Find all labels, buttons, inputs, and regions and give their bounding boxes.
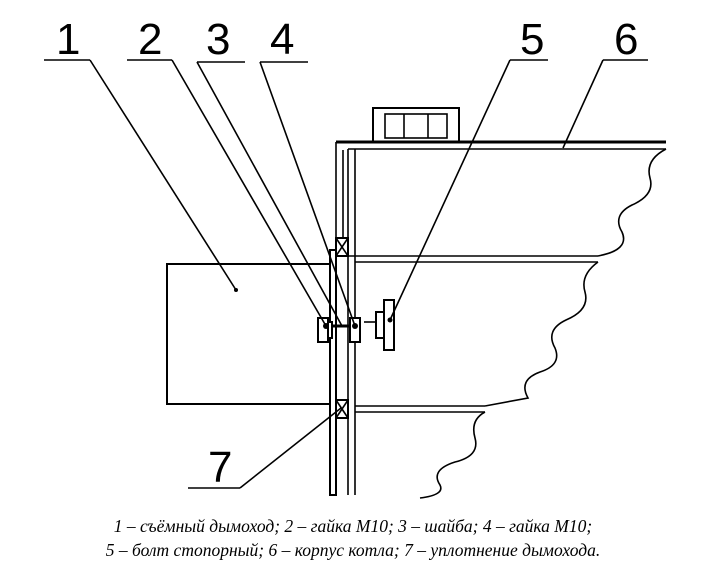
flue-sealing xyxy=(335,237,349,419)
callout-3: 3 xyxy=(206,15,230,64)
break-line xyxy=(419,148,667,499)
callout-5: 5 xyxy=(520,15,544,64)
locking-bolt xyxy=(364,299,395,351)
technical-drawing: 1 2 3 4 5 6 7 xyxy=(44,15,667,499)
top-fitting xyxy=(372,107,460,143)
callout-6: 6 xyxy=(614,15,638,64)
callout-7: 7 xyxy=(208,443,232,492)
leader-lines xyxy=(44,59,648,489)
legend-line-1: 1 – съёмный дымоход; 2 – гайка М10; 3 – … xyxy=(113,516,593,536)
removable-flue xyxy=(166,249,337,496)
legend-caption: 1 – съёмный дымоход; 2 – гайка М10; 3 – … xyxy=(0,514,706,562)
callout-2: 2 xyxy=(138,15,162,64)
flue-box xyxy=(166,263,334,405)
legend-line-2: 5 – болт стопорный; 6 – корпус котла; 7 … xyxy=(105,540,601,560)
nut-m10-right xyxy=(349,317,361,343)
callout-1: 1 xyxy=(56,15,80,64)
washer xyxy=(327,321,333,339)
boiler-body xyxy=(335,107,667,499)
callout-4: 4 xyxy=(270,15,294,64)
